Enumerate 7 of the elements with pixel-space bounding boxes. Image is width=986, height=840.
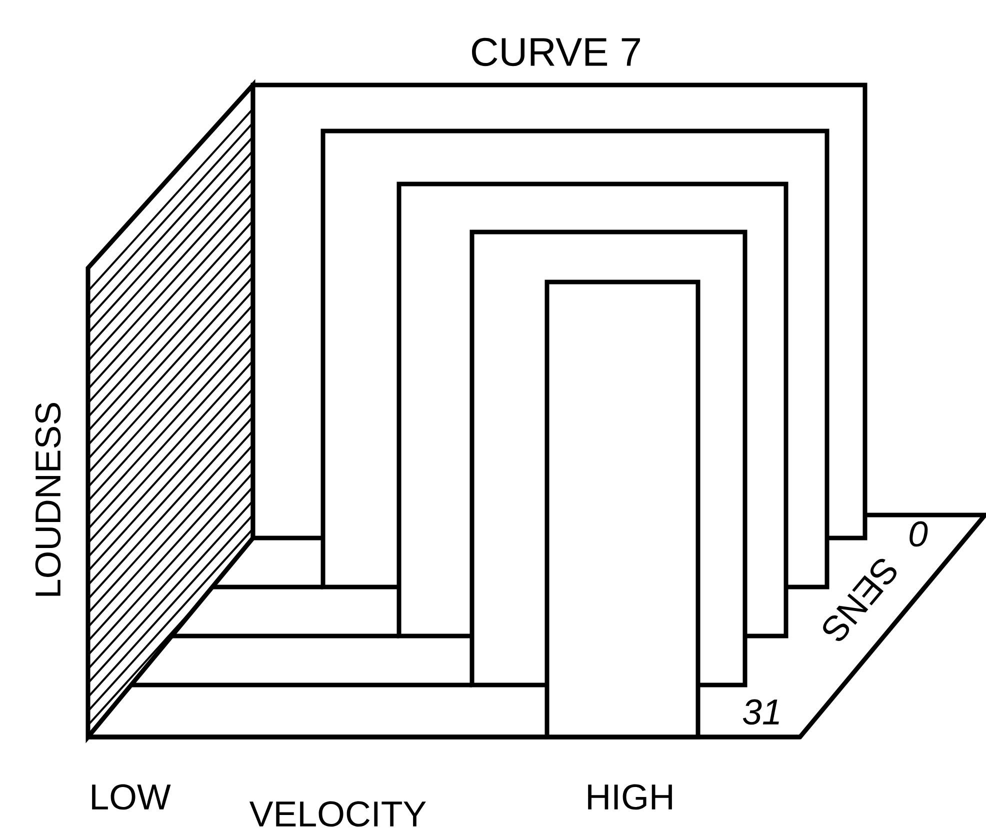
axis-label: 0 <box>910 521 928 547</box>
axis-label: 31 <box>742 699 779 725</box>
axis-label: LOW <box>92 784 171 810</box>
title: CURVE 7 <box>472 38 640 66</box>
axis-label: HIGH <box>588 784 672 810</box>
axis-label: LOUDNESS <box>35 403 61 596</box>
axis-label: VELOCITY <box>249 801 426 827</box>
